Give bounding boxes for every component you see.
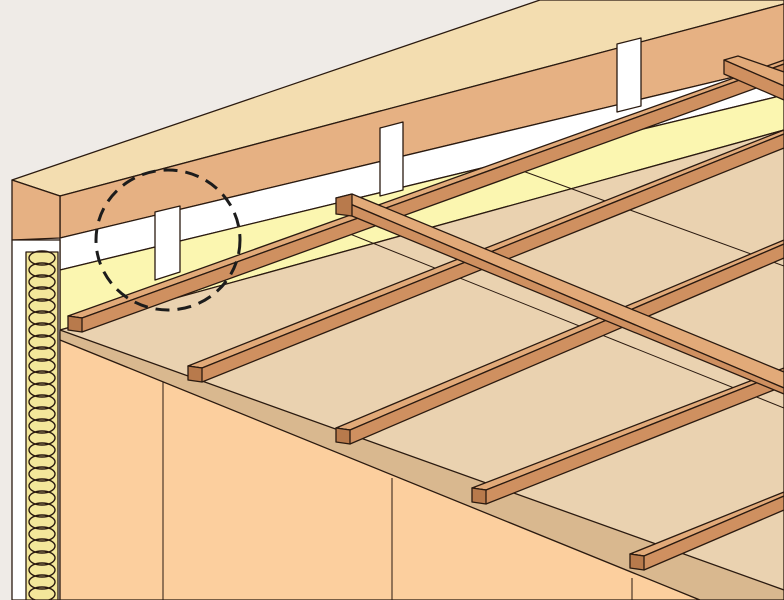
coil-loop [28,262,56,278]
coil-loop [28,550,56,566]
batten-4 [471,367,784,505]
coil-loop [28,370,56,386]
coil-loop [28,298,56,314]
coil-loop [28,442,56,458]
coil-loop [28,358,56,374]
coil-loop [28,250,56,266]
coil-loop [28,454,56,470]
coil-insulation-icon [28,250,56,600]
coil-loop [28,562,56,578]
coil-loop [28,334,56,350]
far-wall-stud-1 [154,205,181,281]
coil-loop [28,418,56,434]
corner-batten [723,55,784,101]
cross-batten [335,193,784,395]
coil-loop [28,478,56,494]
ceiling-seam-2 [519,169,784,267]
coil-loop [28,502,56,518]
coil-loop [28,466,56,482]
batten-1 [67,59,784,333]
coil-loop [28,406,56,422]
batten-5 [629,491,784,571]
coil-loop [28,514,56,530]
coil-loop [28,586,56,600]
coil-loop [28,286,56,302]
coil-loop [28,382,56,398]
batten-3 [335,239,784,445]
coil-loop [28,538,56,554]
ceiling-seam-1 [339,229,784,409]
coil-loop [28,322,56,338]
wall-insulation [25,251,59,600]
coil-loop [28,310,56,326]
coil-loop [28,346,56,362]
coil-loop [28,526,56,542]
coil-loop [28,394,56,410]
coil-loop [28,274,56,290]
coil-loop [28,430,56,446]
far-wall-stud-3 [616,37,642,113]
far-wall-stud-2 [379,121,404,197]
dashed-circle-icon [94,168,242,312]
coil-loop [28,574,56,590]
coil-loop [28,490,56,506]
